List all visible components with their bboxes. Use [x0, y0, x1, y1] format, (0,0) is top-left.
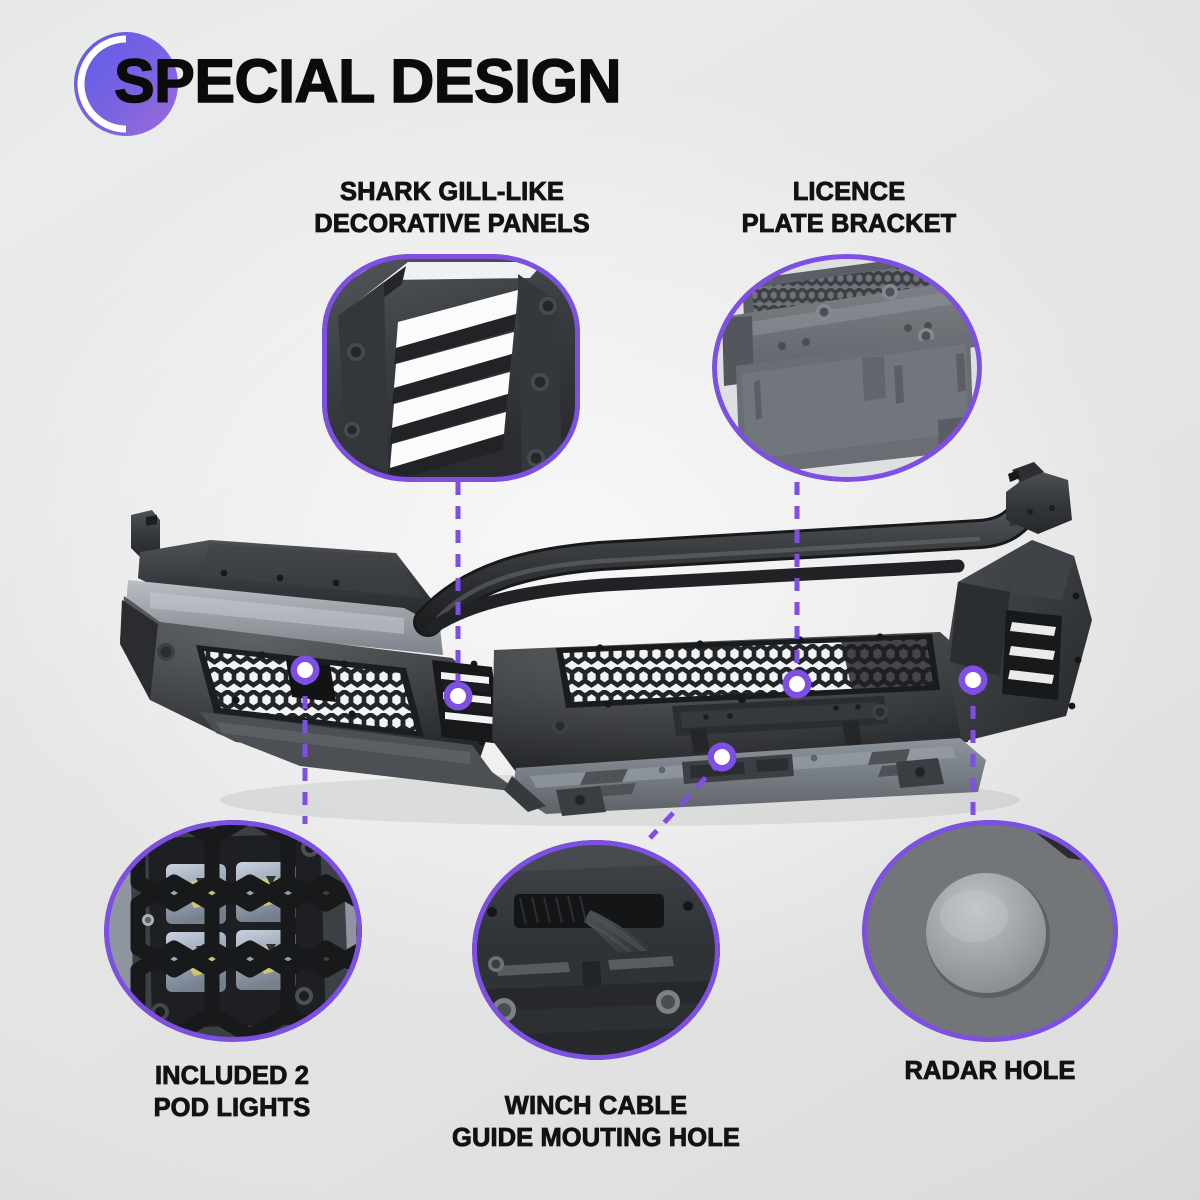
gradient-circle-arc-icon [74, 32, 178, 136]
callout-pod-lights [104, 820, 362, 1042]
radar-hole-detail-image [862, 820, 1118, 1042]
marker-licence-plate[interactable] [782, 669, 812, 699]
header: SPECIAL DESIGN [72, 22, 772, 147]
marker-pod-lights[interactable] [290, 655, 320, 685]
label-shark-gill: SHARK GILL-LIKE DECORATIVE PANELS [314, 178, 590, 239]
winch-cable-detail-image [472, 840, 720, 1060]
callout-radar-hole [862, 820, 1118, 1042]
marker-radar-hole[interactable] [958, 665, 988, 695]
connector-winch-cable [648, 758, 724, 840]
label-radar-hole: RADAR HOLE [904, 1057, 1076, 1086]
page-title: SPECIAL DESIGN [113, 46, 622, 115]
label-licence-plate: LICENCE PLATE BRACKET [741, 178, 957, 239]
pod-lights-detail-image [104, 820, 362, 1042]
callout-licence-plate [712, 254, 982, 482]
licence-plate-detail-image [712, 254, 982, 482]
shark-gill-detail-image [322, 254, 580, 482]
label-pod-lights: INCLUDED 2 POD LIGHTS [153, 1062, 311, 1123]
label-winch-cable: WINCH CABLE GUIDE MOUTING HOLE [452, 1092, 741, 1153]
marker-winch-cable[interactable] [707, 742, 737, 772]
callout-winch-cable [472, 840, 720, 1060]
marker-shark-gill[interactable] [443, 681, 473, 711]
